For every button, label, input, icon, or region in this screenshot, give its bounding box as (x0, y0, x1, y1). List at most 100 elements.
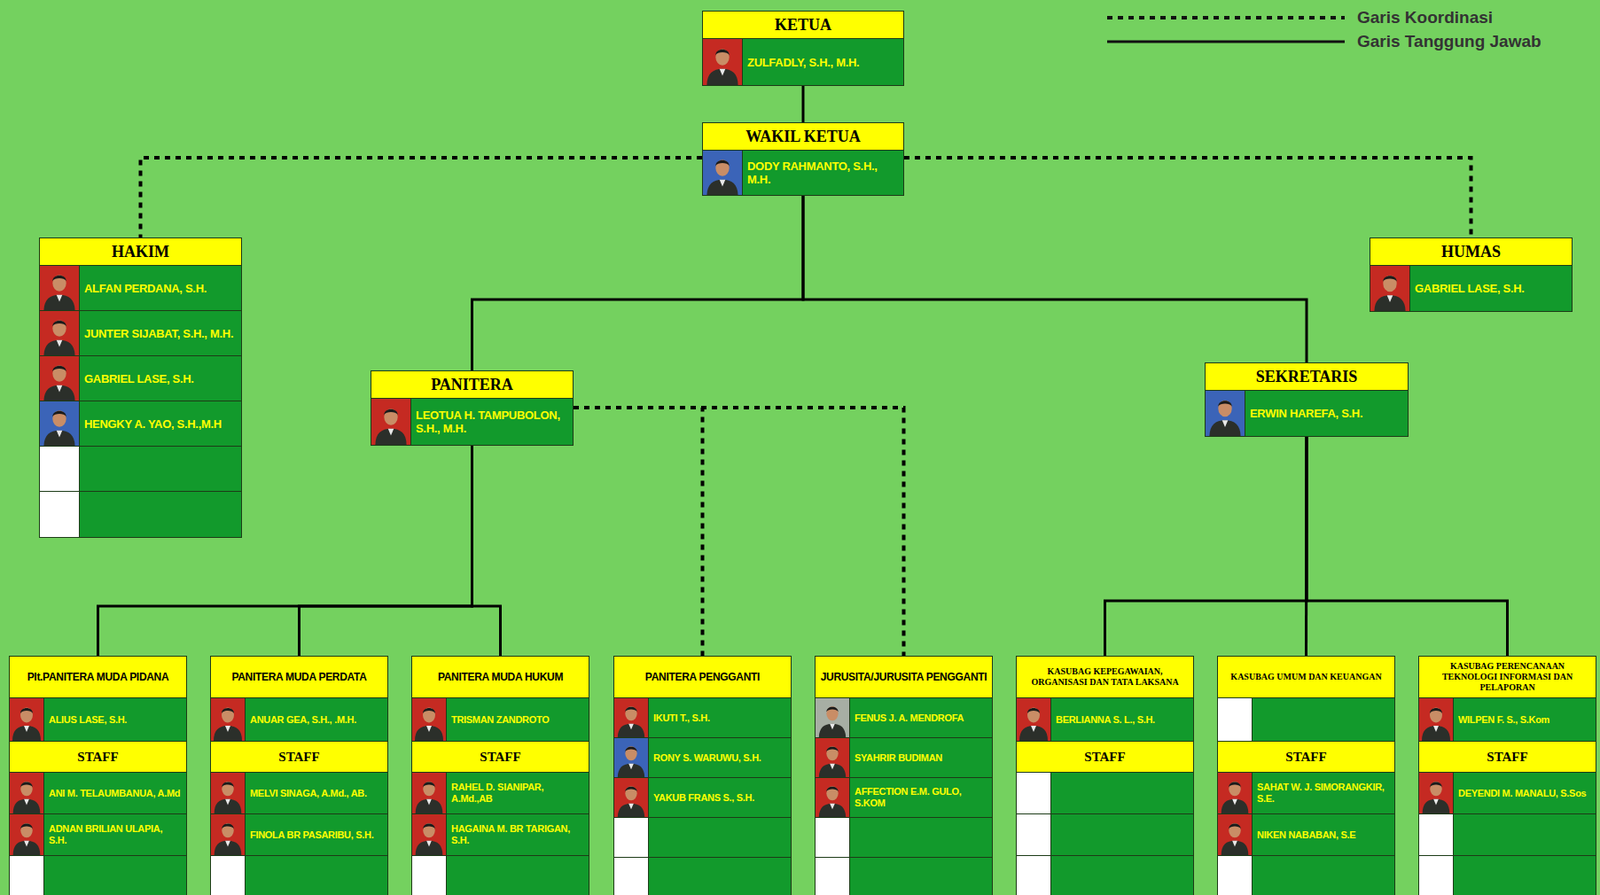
photo-hair (715, 160, 729, 167)
portrait-photo (210, 856, 245, 895)
photo-body (1019, 725, 1048, 742)
heading-text: KASUBAG UMUM DAN KEUANGAN (1230, 671, 1382, 683)
name-cell (79, 491, 242, 538)
photo-head (1429, 781, 1442, 797)
photo-body (214, 799, 242, 814)
legend-sample (1107, 6, 1345, 30)
box-heading: HAKIM (39, 238, 242, 266)
photo-collar (628, 803, 634, 811)
person-row: ANUAR GEA, S.H., .M.H. (210, 697, 388, 742)
photo-collar (56, 430, 63, 438)
person-row (1016, 772, 1194, 814)
person-row: SYAHRIR BUDIMAN (815, 737, 992, 778)
photo-collar (23, 841, 30, 848)
name-cell (1252, 698, 1395, 742)
person-row: ADNAN BRILIAN ULAPIA, S.H. (9, 813, 187, 856)
person-row (815, 857, 992, 895)
photo-background (1419, 814, 1453, 856)
person-row (39, 445, 242, 492)
portrait-photo (815, 778, 850, 818)
photo-head (422, 708, 436, 724)
name-cell (1051, 772, 1194, 814)
photo-body (819, 724, 846, 738)
portrait-photo (1205, 390, 1245, 437)
portrait-photo (39, 356, 79, 401)
person-name: AFFECTION E.M. GULO, S.KOM (854, 786, 988, 810)
name-cell: GABRIEL LASE, S.H. (79, 356, 242, 401)
person-name: WILPEN F. S., S.Kom (1458, 714, 1550, 726)
responsibility-line (803, 195, 1307, 363)
person-row: LEOTUA H. TAMPUBOLON, S.H., M.H. (371, 398, 573, 445)
portrait-photo (1419, 772, 1453, 814)
photo-collar (225, 725, 231, 733)
person-row: JUNTER SIJABAT, S.H., M.H. (39, 310, 242, 356)
photo-hair (1429, 782, 1442, 789)
photo-background (1016, 856, 1051, 895)
photo-frame (815, 818, 851, 858)
photo-body (1221, 841, 1249, 856)
photo-collar (628, 764, 634, 771)
photo-body (1422, 799, 1451, 814)
photo-frame (412, 772, 447, 814)
heading-text: Plt.PANITERA MUDA PIDANA (27, 671, 170, 684)
photo-hair (1228, 782, 1241, 789)
photo-background (1419, 698, 1453, 742)
photo-background (39, 356, 79, 401)
portrait-photo (815, 818, 850, 858)
name-cell: ANI M. TELAUMBANUA, A.Md (44, 772, 187, 814)
responsibility-line (1105, 437, 1308, 656)
legend-line (1107, 15, 1345, 20)
heading-text: JURUSITA/JURUSITA PENGGANTI (820, 671, 988, 684)
legend-text: Garis Tanggung Jawab (1357, 31, 1542, 52)
photo-background (39, 311, 79, 356)
photo-frame (702, 150, 743, 196)
photo-background (1217, 814, 1252, 856)
photo-collar (719, 69, 726, 77)
portrait-photo (9, 856, 44, 895)
portrait-photo (39, 311, 79, 356)
box-heading: SEKRETARIS (1205, 363, 1408, 391)
person-name: NIKEN NABABAN, S.E (1256, 829, 1356, 842)
name-cell (648, 818, 791, 858)
name-cell: GABRIEL LASE, S.H. (1410, 265, 1572, 312)
person-row: ZULFADLY, S.H., M.H. (702, 38, 904, 86)
box-heading: PANITERA (371, 371, 573, 399)
name-cell: SAHAT W. J. SIMORANGKIR, S.E. (1252, 772, 1395, 814)
photo-collar (23, 725, 30, 733)
heading-text: HUMAS (1441, 242, 1501, 262)
photo-frame (210, 698, 246, 742)
box-heading: WAKIL KETUA (702, 123, 904, 150)
photo-background (1016, 698, 1051, 742)
org-box: JURUSITA/JURUSITA PENGGANTI FENUS J. A. M… (814, 655, 993, 895)
photo-collar (426, 841, 432, 848)
name-cell (446, 856, 589, 895)
person-name: IKUTI T., S.H. (653, 712, 711, 725)
photo-body (819, 803, 846, 818)
person-row: FENUS J. A. MENDROFA (815, 697, 992, 738)
person-row (210, 855, 388, 895)
photo-background (412, 772, 446, 814)
photo-hair (221, 782, 234, 789)
photo-head (826, 706, 838, 721)
portrait-photo (614, 818, 648, 858)
org-box: Plt.PANITERA MUDA PIDANAALIUS LASE, S.H.… (8, 655, 188, 895)
name-cell: ADNAN BRILIAN ULAPIA, S.H. (44, 814, 187, 856)
photo-body (13, 799, 41, 814)
name-cell: BERLIANNA S. L., S.H. (1051, 698, 1194, 742)
person-name: LEOTUA H. TAMPUBOLON, S.H., M.H. (415, 408, 569, 436)
name-cell (245, 856, 388, 895)
photo-hair (221, 708, 235, 714)
photo-background (210, 772, 245, 814)
photo-frame (1217, 772, 1253, 814)
portrait-photo (412, 856, 446, 895)
photo-head (422, 781, 435, 797)
photo-collar (1232, 841, 1238, 848)
portrait-photo (9, 698, 44, 742)
person-name: ADNAN BRILIAN ULAPIA, S.H. (48, 823, 182, 847)
name-cell: ERWIN HAREFA, S.H. (1245, 390, 1408, 437)
photo-frame (1419, 772, 1454, 814)
heading-text: KASUBAG KEPEGAWAIAN, ORGANISASI DAN TATA… (1020, 666, 1190, 688)
name-cell: HENGKY A. YAO, S.H.,M.H (79, 401, 242, 446)
heading-text: SEKRETARIS (1256, 367, 1359, 387)
name-cell: ZULFADLY, S.H., M.H. (742, 39, 904, 86)
